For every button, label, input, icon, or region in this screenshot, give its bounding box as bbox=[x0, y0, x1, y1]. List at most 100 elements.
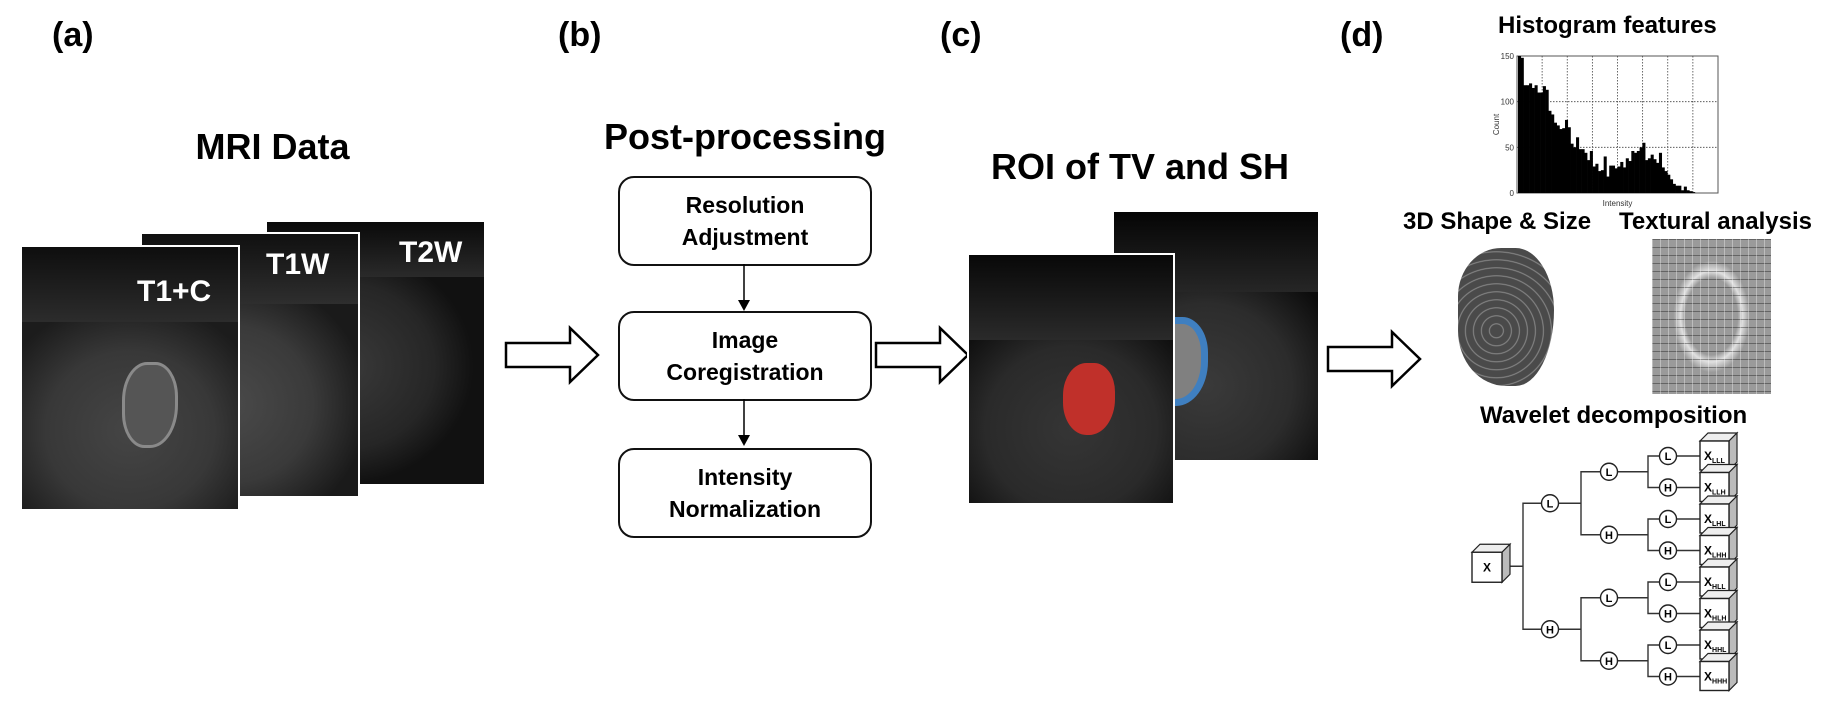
filter-node-label: H bbox=[1605, 656, 1613, 668]
filter-node bbox=[1599, 588, 1619, 607]
histogram-bar bbox=[1675, 185, 1679, 193]
histogram-title: Histogram features bbox=[1498, 12, 1717, 39]
histogram-bar bbox=[1520, 57, 1524, 194]
tree-edge bbox=[1647, 455, 1660, 489]
histogram-bar bbox=[1678, 185, 1682, 193]
histogram-bar bbox=[1542, 86, 1546, 193]
wavelet-tree: XLHLHLHLHLHLHLHXLLLXLLHXLHLXLHHXHLLXHLHX… bbox=[1470, 431, 1739, 692]
output-label: XHLL bbox=[1704, 575, 1726, 591]
step-image-coregistration: Image Coregistration bbox=[618, 311, 872, 401]
histogram-bar bbox=[1589, 150, 1593, 193]
tree-edge bbox=[1647, 518, 1660, 552]
y-axis-label: Count bbox=[1492, 113, 1501, 135]
histogram-bar bbox=[1573, 147, 1577, 193]
tree-edge bbox=[1522, 502, 1542, 630]
histogram-bar bbox=[1518, 56, 1522, 193]
histogram-bar bbox=[1683, 186, 1687, 193]
histogram-bar bbox=[1611, 165, 1616, 193]
histogram-bar bbox=[1540, 92, 1544, 193]
tree-edge bbox=[1580, 471, 1601, 536]
arrow-b-to-c bbox=[874, 325, 970, 385]
filter-node-label: L bbox=[1606, 593, 1613, 605]
histogram-bar bbox=[1559, 129, 1563, 193]
filter-node bbox=[1658, 667, 1678, 686]
filter-node bbox=[1658, 635, 1678, 655]
filter-node-label: H bbox=[1605, 530, 1613, 542]
histogram-bar bbox=[1531, 87, 1535, 193]
sequence-label-t1w: T1W bbox=[266, 248, 330, 281]
roi-title: ROI of TV and SH bbox=[990, 146, 1289, 187]
filter-node bbox=[1658, 478, 1678, 497]
panel-label-d: (d) bbox=[1340, 16, 1384, 54]
3d-shape-rendering bbox=[1458, 248, 1554, 386]
filter-node-label: L bbox=[1547, 498, 1554, 510]
histogram-bar bbox=[1667, 174, 1671, 193]
output-label: XLHL bbox=[1704, 512, 1726, 528]
mri-dark-band bbox=[22, 247, 238, 322]
histogram-bar bbox=[1625, 158, 1629, 193]
histogram-bar bbox=[1672, 183, 1676, 193]
step-line2: Normalization bbox=[668, 496, 822, 522]
filter-node bbox=[1658, 604, 1678, 623]
output-label: XHLH bbox=[1704, 607, 1726, 623]
filter-node-label: L bbox=[1665, 577, 1672, 589]
output-label: XHHL bbox=[1704, 638, 1727, 654]
panel-label-a: (a) bbox=[52, 16, 94, 54]
histogram-bar bbox=[1628, 161, 1632, 193]
histogram-bar bbox=[1534, 85, 1538, 193]
sequence-label-t1c: T1+C bbox=[137, 275, 212, 308]
panel-label-c: (c) bbox=[940, 16, 982, 54]
filter-node bbox=[1599, 525, 1619, 544]
filter-node bbox=[1658, 446, 1678, 466]
mri-dark-band bbox=[969, 255, 1173, 340]
flow-arrow-2 bbox=[738, 399, 750, 446]
histogram-bar bbox=[1592, 166, 1596, 193]
histogram-bar bbox=[1548, 110, 1552, 193]
tree-edge bbox=[1647, 581, 1660, 615]
step-line1: Resolution bbox=[685, 192, 805, 218]
histogram-bar bbox=[1620, 161, 1624, 193]
texture-map bbox=[1652, 239, 1771, 394]
histogram-bar bbox=[1614, 168, 1618, 193]
filter-node bbox=[1658, 541, 1678, 560]
histogram-bar bbox=[1689, 191, 1693, 193]
histogram-bar bbox=[1598, 171, 1602, 193]
histogram-bar bbox=[1576, 137, 1580, 193]
histogram-bar bbox=[1526, 85, 1530, 193]
output-label: XLLH bbox=[1704, 481, 1726, 497]
histogram-bar bbox=[1603, 156, 1607, 193]
output-label: XLHH bbox=[1704, 544, 1726, 560]
tree-edge bbox=[1580, 597, 1601, 662]
histogram-bar bbox=[1551, 114, 1555, 193]
histogram-bar bbox=[1670, 179, 1674, 193]
histogram-bar bbox=[1639, 147, 1643, 193]
arrow-a-to-b bbox=[504, 325, 600, 385]
histogram-bar bbox=[1564, 119, 1569, 193]
filter-node bbox=[1599, 462, 1619, 481]
sequence-label-t2w: T2W bbox=[399, 236, 463, 269]
histogram-bar bbox=[1587, 160, 1591, 193]
output-label: XLLL bbox=[1704, 449, 1726, 465]
root-cube-front bbox=[1471, 551, 1503, 583]
histogram-bar bbox=[1664, 171, 1668, 193]
tree-edge bbox=[1647, 644, 1660, 678]
arrow-c-to-d bbox=[1326, 329, 1422, 389]
histogram-bar bbox=[1606, 176, 1610, 193]
root-label: X bbox=[1483, 560, 1491, 574]
histogram-bar bbox=[1656, 162, 1660, 193]
histogram-bar bbox=[1523, 85, 1527, 193]
histogram-bar bbox=[1567, 127, 1571, 193]
histogram-bar bbox=[1570, 143, 1574, 193]
filter-node-label: H bbox=[1546, 624, 1554, 636]
histogram-bar bbox=[1556, 125, 1560, 193]
step-line2: Coregistration bbox=[666, 359, 824, 385]
histogram-bar bbox=[1609, 165, 1613, 193]
output-cube-front bbox=[1699, 660, 1730, 692]
filter-node-label: H bbox=[1664, 546, 1672, 558]
step-line1: Intensity bbox=[697, 464, 793, 490]
mri-data-title: MRI Data bbox=[195, 126, 350, 167]
x-axis-label: Intensity bbox=[1603, 199, 1633, 208]
filter-node-label: L bbox=[1606, 467, 1613, 479]
output-label: XHHH bbox=[1704, 670, 1727, 686]
